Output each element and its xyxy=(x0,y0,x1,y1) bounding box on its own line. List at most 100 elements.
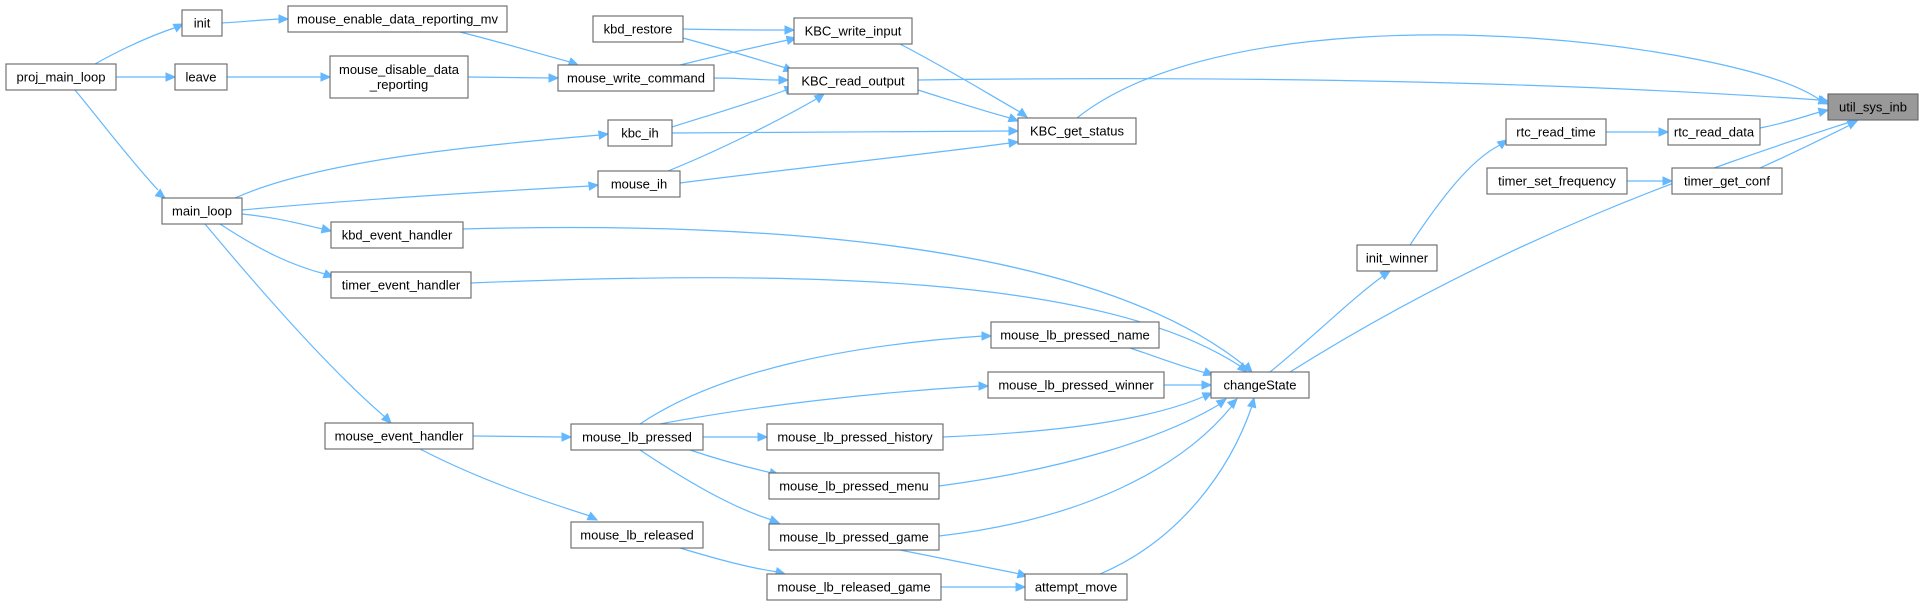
node-mouse-lb-pressed-menu[interactable]: mouse_lb_pressed_menu xyxy=(768,472,940,500)
node-mouse-lb-pressed[interactable]: mouse_lb_pressed xyxy=(570,423,704,451)
node-leave[interactable]: leave xyxy=(174,63,228,91)
edge-mouse_lb_pressed-to-mouse_lb_pressed_menu xyxy=(689,449,781,478)
node-mouse-lb-released-game[interactable]: mouse_lb_released_game xyxy=(766,573,942,601)
node-changestate[interactable]: changeState xyxy=(1210,371,1310,399)
node-label: KBC_read_output xyxy=(801,74,905,89)
node-mouse-write-command[interactable]: mouse_write_command xyxy=(557,64,715,92)
node-box xyxy=(592,15,684,43)
arrow-head-icon xyxy=(1008,126,1020,136)
edge-line xyxy=(219,223,326,275)
node-main-loop[interactable]: main_loop xyxy=(161,197,243,225)
edge-rtc_read_data-to-util_sys_inb xyxy=(1759,107,1830,129)
edge-line xyxy=(467,76,551,79)
node-mouse-lb-released[interactable]: mouse_lb_released xyxy=(570,521,704,549)
edge-main_loop-to-kbc_ih xyxy=(234,130,610,199)
node-label: mouse_event_handler xyxy=(335,429,464,444)
node-kbc-ih[interactable]: kbc_ih xyxy=(607,119,673,147)
edge-line xyxy=(221,18,281,24)
arrow-head-icon xyxy=(778,75,790,85)
node-label: timer_event_handler xyxy=(342,278,461,293)
node-mouse-lb-pressed-winner[interactable]: mouse_lb_pressed_winner xyxy=(987,371,1165,399)
edge-kbc_ih-to-KBC_get_status xyxy=(671,126,1020,136)
edge-mouse_lb_released-to-mouse_lb_released_game xyxy=(679,547,787,577)
edge-main_loop-to-mouse_event_handler xyxy=(204,223,392,424)
edge-line xyxy=(1269,275,1384,373)
edge-mouse_lb_released_game-to-attempt_move xyxy=(941,582,1027,592)
node-init[interactable]: init xyxy=(181,9,223,37)
node-rtc-read-time[interactable]: rtc_read_time xyxy=(1505,118,1607,146)
node-label: mouse_lb_pressed_name xyxy=(1000,328,1150,343)
edge-line xyxy=(682,28,787,31)
edge-mouse_disable_data_reporting-to-mouse_write_command xyxy=(467,73,560,83)
node-box xyxy=(766,573,942,601)
node-mouse-enable-data-reporting-mv[interactable]: mouse_enable_data_reporting_mv xyxy=(287,5,508,33)
edge-line xyxy=(659,385,981,425)
node-proj-main-loop[interactable]: proj_main_loop xyxy=(5,63,117,91)
edge-line xyxy=(470,277,1241,367)
edge-layer xyxy=(74,14,1860,592)
node-timer-get-conf[interactable]: timer_get_conf xyxy=(1671,167,1783,195)
edge-line xyxy=(1409,144,1501,246)
node-box xyxy=(161,197,243,225)
node-label: KBC_write_input xyxy=(805,24,902,39)
arrow-head-icon xyxy=(1658,127,1670,137)
arrow-head-icon xyxy=(1201,392,1214,402)
edge-mouse_ih-to-KBC_read_output xyxy=(667,93,826,172)
node-label: mouse_lb_pressed_winner xyxy=(998,378,1154,393)
node-init-winner[interactable]: init_winner xyxy=(1356,244,1438,272)
node-mouse-lb-pressed-name[interactable]: mouse_lb_pressed_name xyxy=(990,321,1160,349)
node-box xyxy=(1017,117,1137,145)
edge-KBC_read_output-to-util_sys_inb xyxy=(917,78,1830,105)
node-label: KBC_get_status xyxy=(1030,124,1124,139)
node-label: init_winner xyxy=(1366,251,1429,266)
edge-proj_main_loop-to-leave xyxy=(116,72,177,82)
node-box xyxy=(768,472,940,500)
node-rtc-read-data[interactable]: rtc_read_data xyxy=(1667,118,1761,146)
edge-line xyxy=(938,405,1233,537)
node-mouse-lb-pressed-game[interactable]: mouse_lb_pressed_game xyxy=(768,523,940,551)
node-mouse-disable-data-reporting[interactable]: mouse_disable_data_reporting xyxy=(329,55,469,99)
arrow-head-icon xyxy=(320,72,332,82)
arrow-head-icon xyxy=(1846,120,1859,130)
node-layer: util_sys_inb proj_main_loop init leave main_… xyxy=(5,5,1919,601)
node-box xyxy=(181,9,223,37)
node-box xyxy=(1505,118,1607,146)
edge-line xyxy=(204,223,386,418)
edge-mouse_event_handler-to-mouse_lb_released xyxy=(419,448,599,521)
node-box xyxy=(1667,118,1761,146)
edge-proj_main_loop-to-main_loop xyxy=(74,89,166,199)
arrow-head-icon xyxy=(598,130,610,140)
node-kbc-write-input[interactable]: KBC_write_input xyxy=(793,17,913,45)
node-util-sys-inb[interactable]: util_sys_inb xyxy=(1827,93,1919,121)
edge-line xyxy=(679,39,789,66)
node-label: mouse_lb_pressed_menu xyxy=(779,479,929,494)
node-timer-set-frequency[interactable]: timer_set_frequency xyxy=(1486,167,1628,195)
edge-line xyxy=(679,142,1011,184)
node-mouse-lb-pressed-history[interactable]: mouse_lb_pressed_history xyxy=(766,423,944,451)
arrow-head-icon xyxy=(1817,107,1830,117)
node-box xyxy=(1486,167,1628,195)
node-timer-event-handler[interactable]: timer_event_handler xyxy=(330,271,472,299)
node-box xyxy=(570,521,704,549)
arrow-head-icon xyxy=(1008,138,1020,148)
arrow-head-icon xyxy=(586,511,599,521)
node-mouse-event-handler[interactable]: mouse_event_handler xyxy=(324,422,474,450)
node-kbd-restore[interactable]: kbd_restore xyxy=(592,15,684,43)
edge-line xyxy=(938,403,1221,487)
node-kbc-get-status[interactable]: KBC_get_status xyxy=(1017,117,1137,145)
node-kbd-event-handler[interactable]: kbd_event_handler xyxy=(330,221,464,249)
node-box xyxy=(990,321,1160,349)
edge-line xyxy=(639,449,773,521)
edge-mouse_write_command-to-KBC_write_input xyxy=(679,35,798,66)
node-box xyxy=(5,63,117,91)
edge-mouse_write_command-to-KBC_read_output xyxy=(713,75,790,85)
node-kbc-read-output[interactable]: KBC_read_output xyxy=(787,67,919,95)
arrow-head-icon xyxy=(1201,380,1213,390)
node-attempt-move[interactable]: attempt_move xyxy=(1024,573,1128,601)
arrow-head-icon xyxy=(1662,176,1674,186)
node-mouse-ih[interactable]: mouse_ih xyxy=(597,170,681,198)
edge-line xyxy=(1759,124,1851,169)
arrow-head-icon xyxy=(1236,362,1248,373)
node-label: mouse_disable_data xyxy=(339,62,460,77)
node-label: mouse_enable_data_reporting_mv xyxy=(297,12,498,27)
